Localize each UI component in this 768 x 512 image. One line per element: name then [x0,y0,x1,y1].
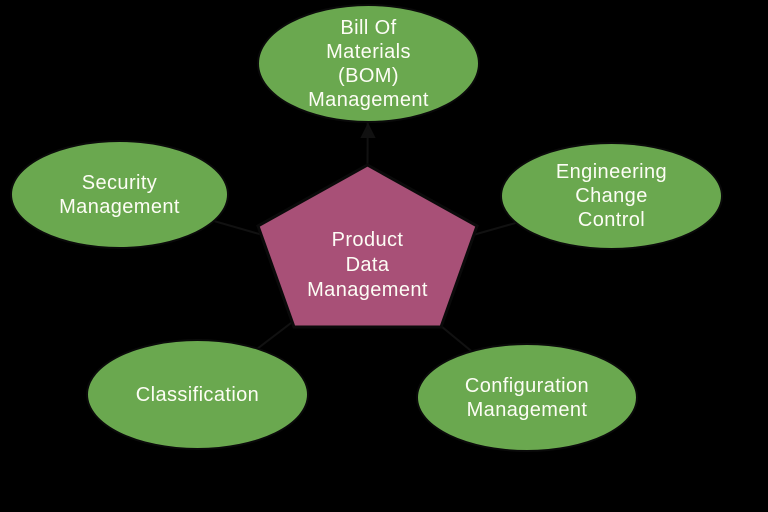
node-label-engineering-change-control: Engineering Change Control [555,161,668,231]
pentagon-node-product-data-management: Product Data Management [255,163,480,329]
pentagon-shape [256,163,479,329]
node-label-bom-management: Bill Of Materials (BOM) Management [308,16,429,111]
ellipse-node-configuration-management: Configuration Management [416,343,638,452]
ellipse-node-engineering-change-control: Engineering Change Control [500,142,723,250]
node-label-configuration-management: Configuration Management [464,374,590,421]
node-label-security-management: Security Management [59,171,180,218]
ellipse-node-bom-management: Bill Of Materials (BOM) Management [257,4,480,123]
node-label-classification: Classification [135,383,260,406]
ellipse-node-security-management: Security Management [10,140,229,249]
ellipse-node-classification: Classification [86,339,309,450]
node-label-product-data-management: Product Data Management [307,228,428,301]
